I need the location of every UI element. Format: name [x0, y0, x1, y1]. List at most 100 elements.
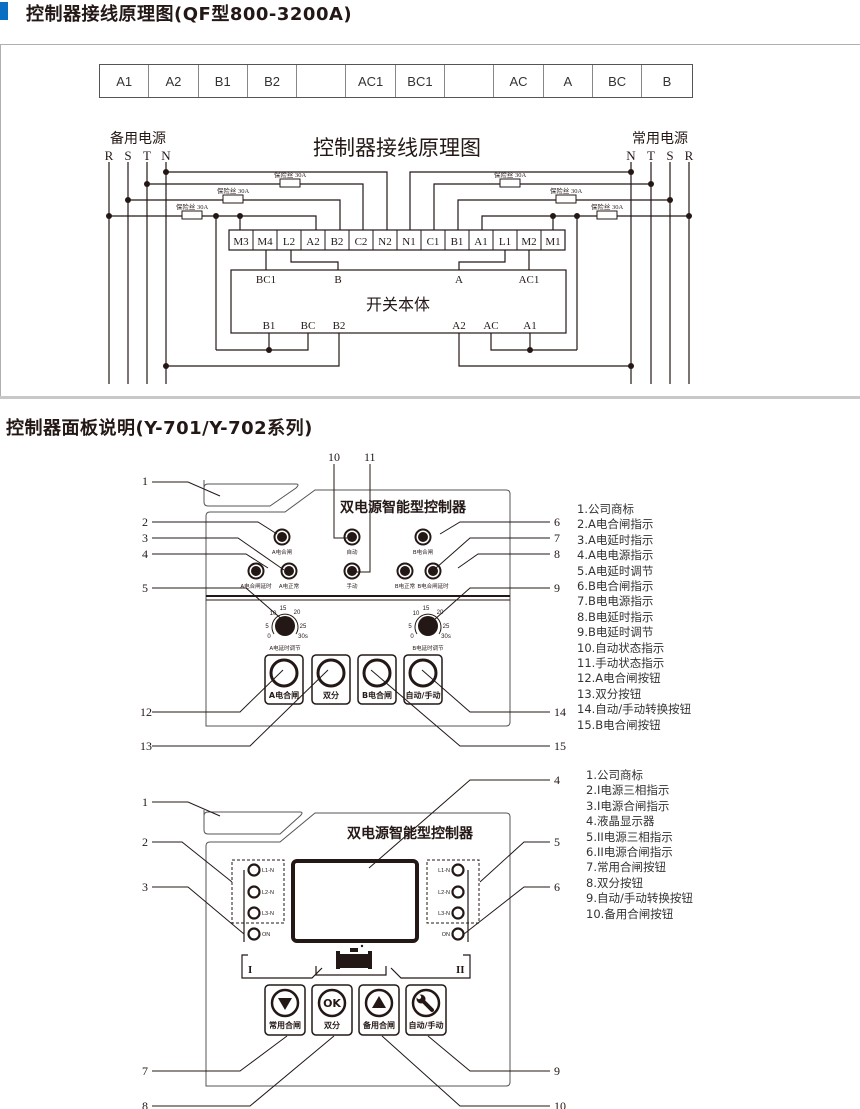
svg-text:15: 15 — [423, 606, 430, 612]
callout-number: 11 — [364, 450, 376, 464]
panel1-button-3[interactable]: B电合闸 — [357, 654, 397, 705]
svg-text:A电合闸延时: A电合闸延时 — [240, 582, 272, 590]
on-light-i: ON — [247, 927, 270, 941]
indicator-auto: 自动 — [343, 528, 361, 556]
controller-terminal: L2 — [283, 236, 295, 248]
controller-terminal: L1 — [499, 236, 511, 248]
panel2-button-wrench[interactable]: 自动/手动 — [405, 984, 447, 1036]
phase-label-backup: R — [105, 148, 114, 163]
panel2-button-down-triangle[interactable]: 常用合闸 — [264, 984, 306, 1036]
terminal-cell: A — [544, 65, 593, 97]
callout-number: 5 — [554, 835, 560, 849]
legend-item: 2.I电源三相指示 — [586, 783, 670, 798]
svg-text:手动: 手动 — [346, 582, 358, 590]
callout-number: 8 — [142, 1099, 148, 1109]
svg-text:0: 0 — [267, 634, 271, 640]
callout-number: 15 — [554, 739, 566, 753]
svg-text:自动/手动: 自动/手动 — [406, 690, 441, 700]
svg-text:B电正常: B电正常 — [395, 582, 416, 590]
callout-number: 10 — [328, 450, 340, 464]
svg-text:B电合闸延时: B电合闸延时 — [417, 582, 449, 590]
svg-text:25: 25 — [443, 624, 450, 630]
legend-item: 9.自动/手动转换按钮 — [586, 891, 693, 906]
phase-label-backup: T — [143, 148, 151, 163]
panel1-button-4[interactable]: 自动/手动 — [403, 654, 443, 705]
controller-terminal: N1 — [402, 236, 415, 248]
phase-light-ii: L3-N — [438, 906, 465, 920]
legend-item: 8.双分按钮 — [586, 875, 643, 890]
panel1-button-1[interactable]: A电合闸 — [264, 654, 304, 705]
svg-text:备用合闸: 备用合闸 — [362, 1020, 395, 1030]
wiring-section-title: 控制器接线原理图(QF型800-3200A) — [26, 4, 353, 25]
switch-top-terminal: AC1 — [519, 274, 540, 286]
terminal-cell: AC — [494, 65, 544, 97]
fuse-label: 保险丝 30A — [274, 170, 307, 179]
panel2-outline — [205, 812, 511, 1087]
phase-label-backup: N — [161, 148, 171, 163]
callout-number: 8 — [554, 547, 560, 561]
callout-number: 1 — [142, 474, 148, 488]
controller-terminal: B1 — [451, 236, 464, 248]
fuse-left-1 — [279, 178, 301, 188]
legend-item: 9.B电延时调节 — [577, 625, 654, 640]
callout-number: 7 — [142, 1064, 148, 1078]
controller-terminal: B2 — [331, 236, 344, 248]
phase-label-normal: T — [647, 148, 655, 163]
panel1-button-2[interactable]: 双分 — [311, 654, 351, 705]
backup-source-label: 备用电源 — [110, 130, 166, 147]
switch-bottom-terminal: B1 — [263, 320, 276, 332]
svg-text:常用合闸: 常用合闸 — [269, 1020, 301, 1030]
svg-text:ON: ON — [442, 932, 450, 938]
svg-text:双分: 双分 — [323, 690, 339, 700]
legend-item: 5.II电源三相指示 — [586, 829, 673, 844]
callout-number: 4 — [142, 547, 148, 561]
callout-number: 6 — [554, 880, 560, 894]
svg-text:L1-N: L1-N — [262, 868, 274, 874]
svg-text:自动: 自动 — [346, 548, 358, 556]
controller-terminal: A2 — [306, 236, 319, 248]
legend-item: 3.A电延时指示 — [577, 532, 654, 547]
terminal-cell: B — [662, 73, 672, 89]
svg-text:5: 5 — [408, 624, 412, 630]
terminal-cell: B1 — [199, 65, 248, 97]
terminal-cell: BC1 — [396, 65, 446, 97]
fuse-left-3 — [181, 210, 203, 220]
switch-top-terminal: A — [455, 274, 463, 286]
svg-text:20: 20 — [294, 610, 301, 616]
switch-bottom-terminal: B2 — [333, 320, 346, 332]
indicator-a-delay: A电合闸延时 — [240, 562, 272, 590]
callout-number: 4 — [554, 773, 560, 787]
svg-text:ON: ON — [262, 932, 270, 938]
indicator-b-close: B电合闸 — [413, 528, 433, 556]
legend-item: 6.II电源合闸指示 — [586, 845, 673, 860]
fuse-label: 保险丝 30A — [591, 202, 624, 211]
switch-bottom-terminal: BC — [301, 320, 316, 332]
legend-item: 7.常用合闸按钮 — [586, 860, 666, 875]
terminal-cell: BC — [593, 65, 643, 97]
panel2-button-up-triangle[interactable]: 备用合闸 — [358, 984, 400, 1036]
indicator-b-normal: B电正常 — [395, 562, 416, 590]
panel-section-title: 控制器面板说明(Y-701/Y-702系列) — [6, 418, 313, 439]
svg-text:30s: 30s — [441, 634, 451, 640]
callout-number: 5 — [142, 581, 148, 595]
switch-body-label: 开关本体 — [366, 296, 430, 314]
legend-item: 14.自动/手动转换按钮 — [577, 702, 692, 717]
on-light-ii: ON — [442, 927, 465, 941]
lcd-display — [291, 859, 419, 943]
svg-text:B电合闸: B电合闸 — [413, 548, 433, 556]
legend-item: 4.液晶显示器 — [586, 814, 655, 829]
phase-label-backup: S — [124, 148, 131, 163]
callout-number: 7 — [554, 531, 560, 545]
svg-text:5: 5 — [265, 624, 269, 630]
frame-divider — [0, 396, 860, 399]
svg-text:A电正常: A电正常 — [279, 582, 300, 590]
callout-number: 3 — [142, 531, 148, 545]
controller-terminal: A1 — [474, 236, 487, 248]
fuse-label: 保险丝 30A — [494, 170, 527, 179]
fuse-label: 保险丝 30A — [550, 186, 583, 195]
